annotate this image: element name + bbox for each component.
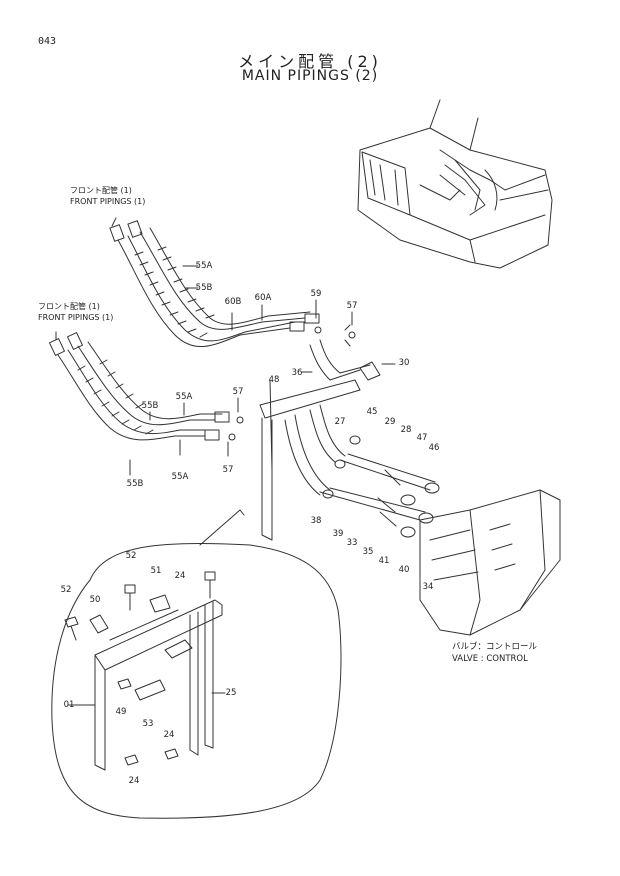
callout-45: 45 (366, 407, 378, 417)
callout-55a-upper: 55A (195, 261, 213, 271)
callout-49: 49 (115, 707, 127, 717)
bracket-detail-outline (51, 509, 342, 819)
callout-33: 33 (346, 538, 358, 548)
callout-34: 34 (422, 582, 434, 592)
callout-30: 30 (398, 358, 410, 368)
control-valve-note: バルブ：コントロール VALVE : CONTROL (452, 641, 537, 665)
callout-55a-mid: 55A (175, 392, 193, 402)
callout-27: 27 (334, 417, 346, 427)
callout-55b-upper: 55B (195, 283, 213, 293)
callout-35: 35 (362, 547, 374, 557)
front-pipings-lower-jp: フロント配管 (1) (38, 302, 100, 311)
callout-50: 50 (89, 595, 101, 605)
control-valve-jp: バルブ：コントロール (452, 642, 538, 652)
callout-25: 25 (225, 688, 237, 698)
front-pipings-lower-en: FRONT PIPINGS (1) (38, 313, 114, 322)
front-pipings-upper-en: FRONT PIPINGS (1) (70, 197, 146, 206)
callout-40: 40 (398, 565, 410, 575)
excavator-overview (357, 99, 553, 269)
callout-46: 46 (428, 443, 440, 453)
page-number: 043 (38, 36, 57, 47)
callout-55b-mid: 55B (141, 401, 159, 411)
front-pipings-upper-note: フロント配管 (1) FRONT PIPINGS (1) (70, 185, 145, 207)
callout-59: 59 (310, 289, 322, 299)
page-title-english: MAIN PIPINGS (2) (241, 68, 379, 84)
front-pipings-lower-note: フロント配管 (1) FRONT PIPINGS (1) (38, 301, 113, 323)
callout-41: 41 (378, 556, 390, 566)
callout-57-top: 57 (346, 301, 358, 311)
callout-52-left: 52 (60, 585, 72, 595)
callout-48: 48 (268, 375, 280, 385)
callout-57-mid: 57 (232, 387, 244, 397)
callout-36: 36 (291, 368, 303, 378)
callout-57-low: 57 (222, 465, 234, 475)
callout-55b-low: 55B (126, 479, 144, 489)
callout-38: 38 (310, 516, 322, 526)
callout-53: 53 (142, 719, 154, 729)
control-valve (377, 469, 561, 636)
callout-55a-low: 55A (171, 472, 189, 482)
callout-24-right: 24 (163, 730, 175, 740)
bracket-detail (64, 571, 223, 771)
callout-39: 39 (332, 529, 344, 539)
callout-24-top: 24 (174, 571, 186, 581)
leader-lines (67, 265, 396, 706)
callout-01: 01 (63, 700, 75, 710)
control-valve-en: VALVE : CONTROL (452, 654, 528, 664)
hose-pair-upper (109, 220, 320, 348)
page-title-japanese: メイン配管 (2) (238, 52, 382, 71)
front-pipings-upper-jp: フロント配管 (1) (70, 186, 132, 195)
pipe-assembly (228, 324, 436, 541)
callout-60a: 60A (254, 293, 272, 303)
callout-29: 29 (384, 417, 396, 427)
callout-28: 28 (400, 425, 412, 435)
callout-52-top: 52 (125, 551, 137, 561)
callout-24-bottom: 24 (128, 776, 140, 786)
callout-47: 47 (416, 433, 428, 443)
callout-51: 51 (150, 566, 162, 576)
callout-60b: 60B (224, 297, 242, 307)
hose-pair-lower (49, 332, 230, 441)
